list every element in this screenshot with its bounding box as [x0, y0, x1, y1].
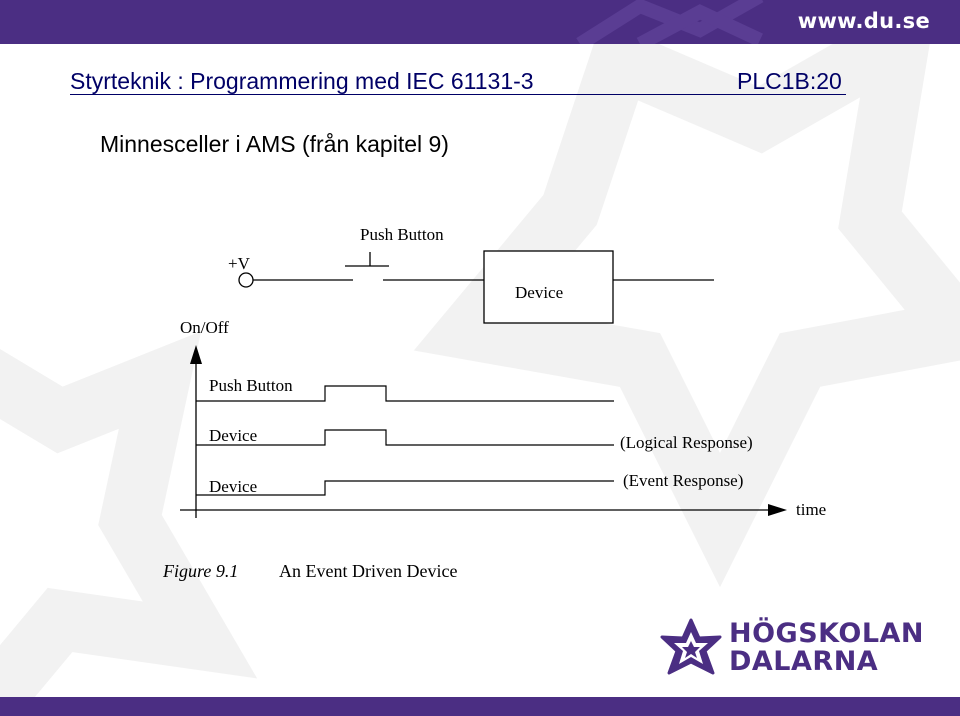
title-divider — [70, 94, 846, 95]
x-axis-arrow — [768, 504, 787, 516]
trace-push-button — [196, 385, 614, 402]
signal-label-push-button: Push Button — [209, 376, 293, 395]
logo-line-2: DALARNA — [729, 646, 879, 677]
hogskolan-dalarna-star-icon — [660, 618, 722, 675]
figure-caption-text: An Event Driven Device — [279, 561, 457, 581]
x-axis-label: time — [796, 500, 826, 519]
trace-device-logical — [196, 429, 614, 446]
figure-caption-number: Figure 9.1 — [162, 561, 238, 581]
bottom-brand-bar — [0, 697, 960, 716]
top-brand-bar: www.du.se — [0, 0, 960, 44]
logo-wordmark: HÖGSKOLAN DALARNA — [729, 620, 924, 676]
supply-label: +V — [228, 254, 251, 273]
slide-heading: Minnesceller i AMS (från kapitel 9) — [100, 131, 449, 157]
switch-label: Push Button — [360, 225, 444, 244]
signal-label-device-event: Device — [209, 477, 257, 496]
device-box — [483, 250, 614, 324]
header-star-pattern — [576, 0, 764, 44]
signal-label-device-logical: Device — [209, 426, 257, 445]
logical-response-note: (Logical Response) — [620, 433, 753, 452]
logo-line-1: HÖGSKOLAN — [729, 618, 925, 649]
slide-code: PLC1B:20 — [737, 68, 842, 94]
device-box-label: Device — [515, 283, 563, 302]
site-url[interactable]: www.du.se — [797, 9, 930, 33]
supply-terminal — [238, 272, 254, 288]
trace-device-event — [196, 480, 614, 496]
course-title: Styrteknik : Programmering med IEC 61131… — [70, 68, 534, 94]
y-axis-label: On/Off — [180, 318, 229, 337]
y-axis-arrow — [190, 345, 202, 364]
event-response-note: (Event Response) — [623, 471, 743, 490]
